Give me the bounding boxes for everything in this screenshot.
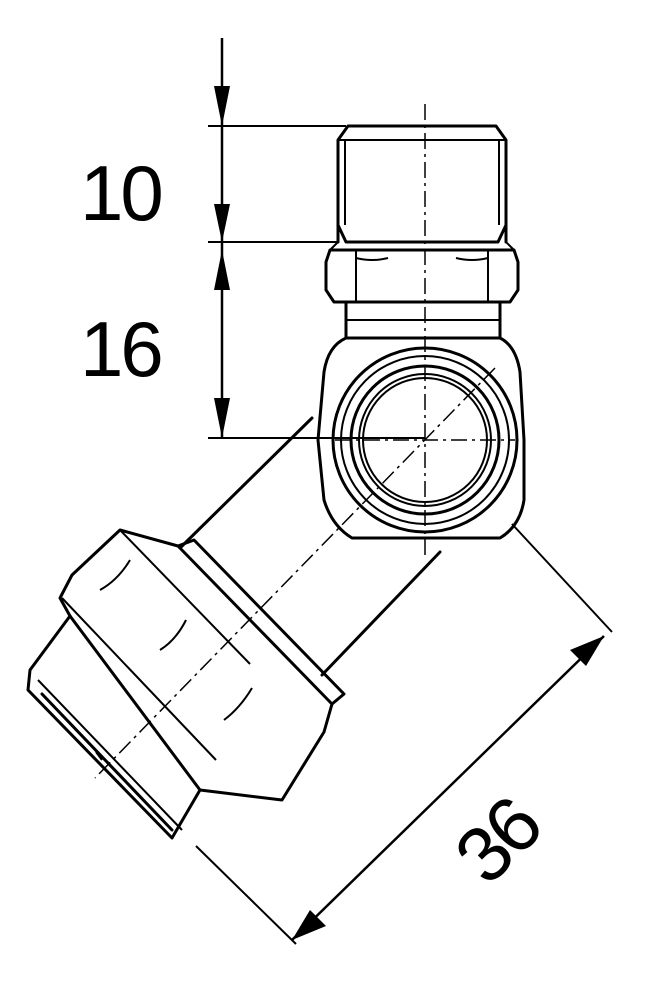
dimension-label-36: 36 [438, 781, 557, 900]
hex-nut-upper [324, 241, 520, 304]
arrow-upper-right [570, 636, 604, 666]
arrow-down-mid [214, 204, 230, 242]
dimension-label-16: 16 [80, 305, 161, 393]
neck [344, 300, 502, 340]
dimension-label-10: 10 [80, 149, 161, 237]
arrow-lower-left [292, 910, 326, 940]
arrow-down-top [214, 86, 230, 126]
centerlines [94, 104, 515, 779]
hex-nut-angled [58, 528, 346, 802]
arrow-down-bottom [214, 398, 230, 438]
top-threaded-nipple [336, 124, 508, 244]
union-end [26, 614, 202, 840]
angled-pipe [178, 416, 442, 677]
dimension-vertical [208, 38, 425, 439]
dimension-angled [195, 523, 613, 945]
arrow-up-mid [214, 250, 230, 290]
